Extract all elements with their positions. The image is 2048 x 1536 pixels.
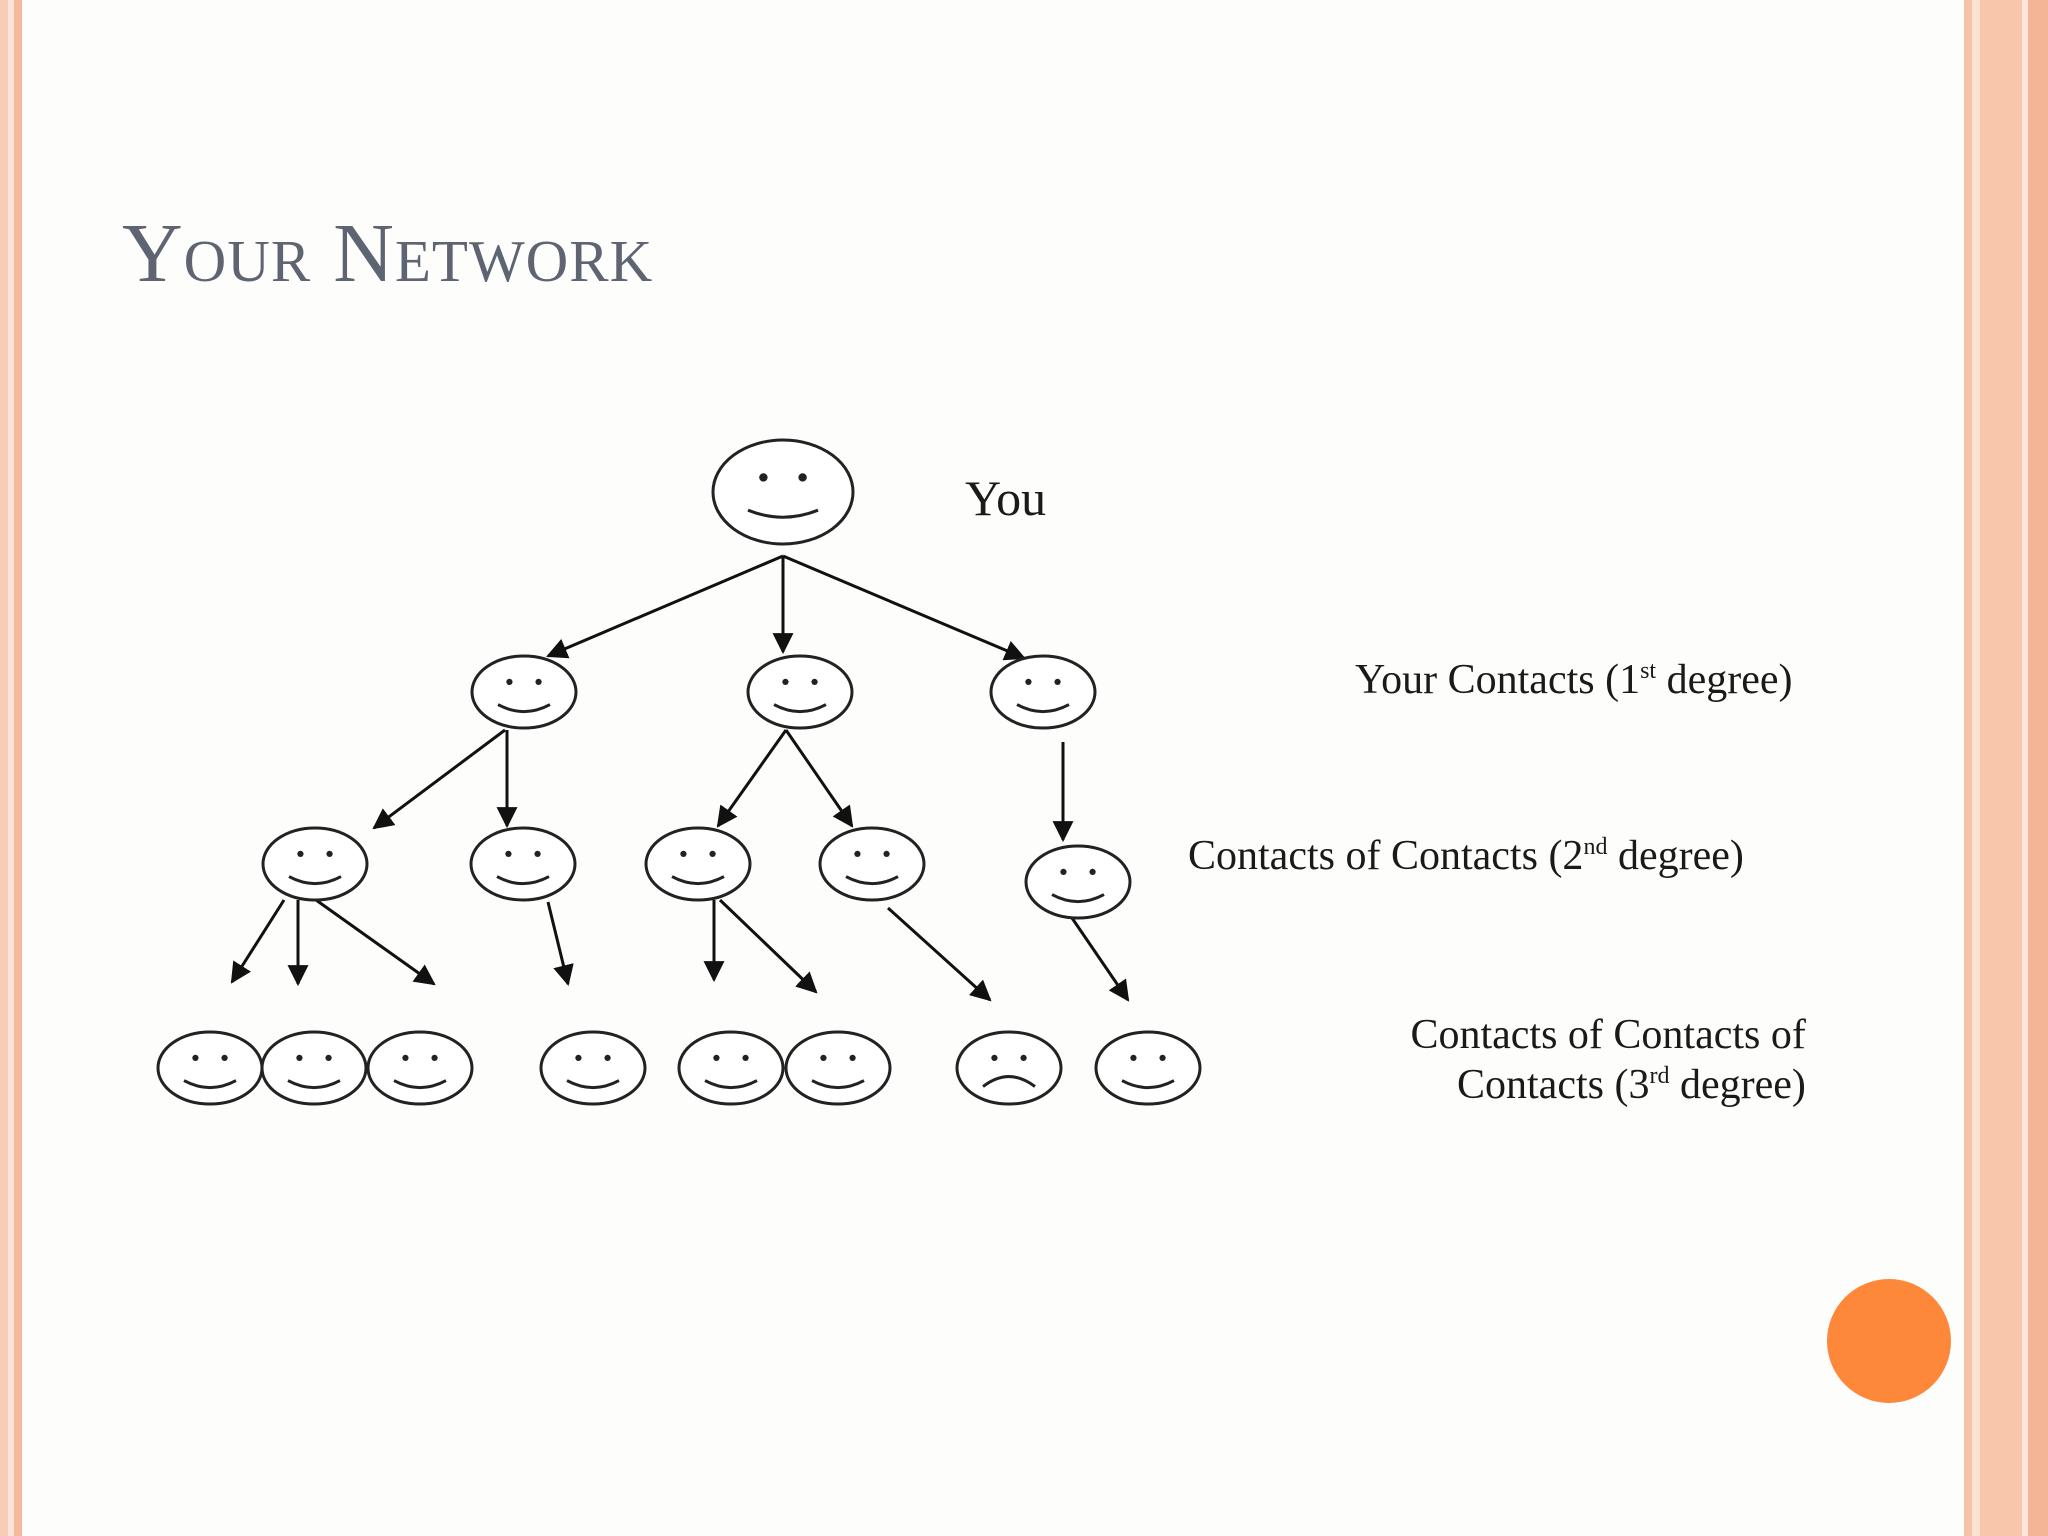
face-eye — [505, 850, 512, 858]
face-smile — [287, 1079, 341, 1090]
label-level-1: Your Contacts (1st degree) — [1355, 657, 1793, 703]
face-eye — [811, 678, 818, 686]
face-eye — [759, 473, 768, 482]
face-eye — [1159, 1054, 1166, 1062]
right-border-decoration — [1958, 0, 2048, 1536]
slide-title: Your Network — [122, 207, 654, 300]
face-level2-0 — [261, 826, 369, 902]
face-level3-0 — [156, 1030, 264, 1106]
edge-l2-2-to-l3-5 — [718, 898, 818, 994]
face-eye — [296, 1054, 303, 1062]
face-eye — [534, 850, 541, 858]
face-level1-2 — [989, 654, 1097, 730]
face-eye — [402, 1054, 409, 1062]
face-level1-0 — [470, 654, 578, 730]
face-smile — [1051, 893, 1105, 904]
face-level3-3 — [539, 1030, 647, 1106]
face-eye — [221, 1054, 228, 1062]
face-smile — [1016, 703, 1070, 714]
face-you — [711, 438, 855, 546]
face-eye — [991, 1054, 998, 1062]
face-eye — [1025, 678, 1032, 686]
face-smile — [288, 875, 342, 886]
face-level2-2 — [644, 826, 752, 902]
face-smile — [811, 1079, 865, 1090]
face-level3-4 — [677, 1030, 785, 1106]
label-level-2: Contacts of Contacts (2nd degree) — [1188, 833, 1744, 879]
edge-l2-1-to-l3-3 — [546, 901, 574, 987]
face-eye — [192, 1054, 199, 1062]
face-eye — [431, 1054, 438, 1062]
face-level3-1 — [260, 1030, 368, 1106]
face-smile — [183, 1079, 237, 1090]
face-eye — [713, 1054, 720, 1062]
face-eye — [575, 1054, 582, 1062]
face-eye — [849, 1054, 856, 1062]
face-eye — [709, 850, 716, 858]
face-smile — [773, 703, 827, 714]
face-eye — [883, 850, 890, 858]
face-eye — [1054, 678, 1061, 686]
face-eye — [297, 850, 304, 858]
face-eye — [535, 678, 542, 686]
orange-circle-decoration — [1827, 1279, 1951, 1403]
edge-l1-1-to-l2-2 — [716, 729, 788, 828]
face-eye — [742, 1054, 749, 1062]
face-eye — [1089, 868, 1096, 876]
face-frown — [982, 1075, 1036, 1088]
face-level1-1 — [746, 654, 854, 730]
face-smile — [393, 1079, 447, 1090]
face-eye — [798, 473, 807, 482]
face-level2-4 — [1024, 844, 1132, 920]
face-smile — [1121, 1079, 1175, 1090]
face-smile — [497, 703, 551, 714]
face-eye — [506, 678, 513, 686]
edge-you-to-l1-0 — [546, 554, 784, 659]
face-eye — [854, 850, 861, 858]
face-eye — [604, 1054, 611, 1062]
face-eye — [680, 850, 687, 858]
face-eye — [782, 678, 789, 686]
face-smile — [496, 875, 550, 886]
face-smile — [747, 508, 819, 519]
face-level3-5 — [784, 1030, 892, 1106]
edge-l2-0-to-l3-2 — [315, 898, 436, 986]
edge-l2-0-to-l3-0 — [230, 899, 286, 984]
edge-l2-3-to-l3-6 — [886, 906, 992, 1002]
face-level2-3 — [818, 826, 926, 902]
face-eye — [1020, 1054, 1027, 1062]
face-smile — [845, 875, 899, 886]
edge-you-to-l1-2 — [782, 554, 1026, 661]
face-eye — [326, 850, 333, 858]
diagram-faces — [156, 438, 1202, 1106]
face-smile — [566, 1079, 620, 1090]
face-smile — [704, 1079, 758, 1090]
face-eye — [1130, 1054, 1137, 1062]
face-eye — [1060, 868, 1067, 876]
face-level2-1 — [469, 826, 577, 902]
face-eye — [325, 1054, 332, 1062]
left-border-decoration — [0, 0, 29, 1536]
label-you: You — [965, 470, 1047, 526]
label-level-3: Contacts of Contacts of Contacts (3rd de… — [1410, 1012, 1806, 1109]
face-level3-2 — [366, 1030, 474, 1106]
face-level3-7 — [1094, 1030, 1202, 1106]
face-level3-6 — [955, 1030, 1063, 1106]
edge-l1-0-to-l2-0 — [372, 728, 506, 830]
face-eye — [820, 1054, 827, 1062]
edge-l2-4-to-l3-7 — [1070, 917, 1130, 1002]
face-smile — [671, 875, 725, 886]
diagram-edges — [230, 554, 1130, 1002]
edge-l1-1-to-l2-3 — [784, 729, 854, 828]
